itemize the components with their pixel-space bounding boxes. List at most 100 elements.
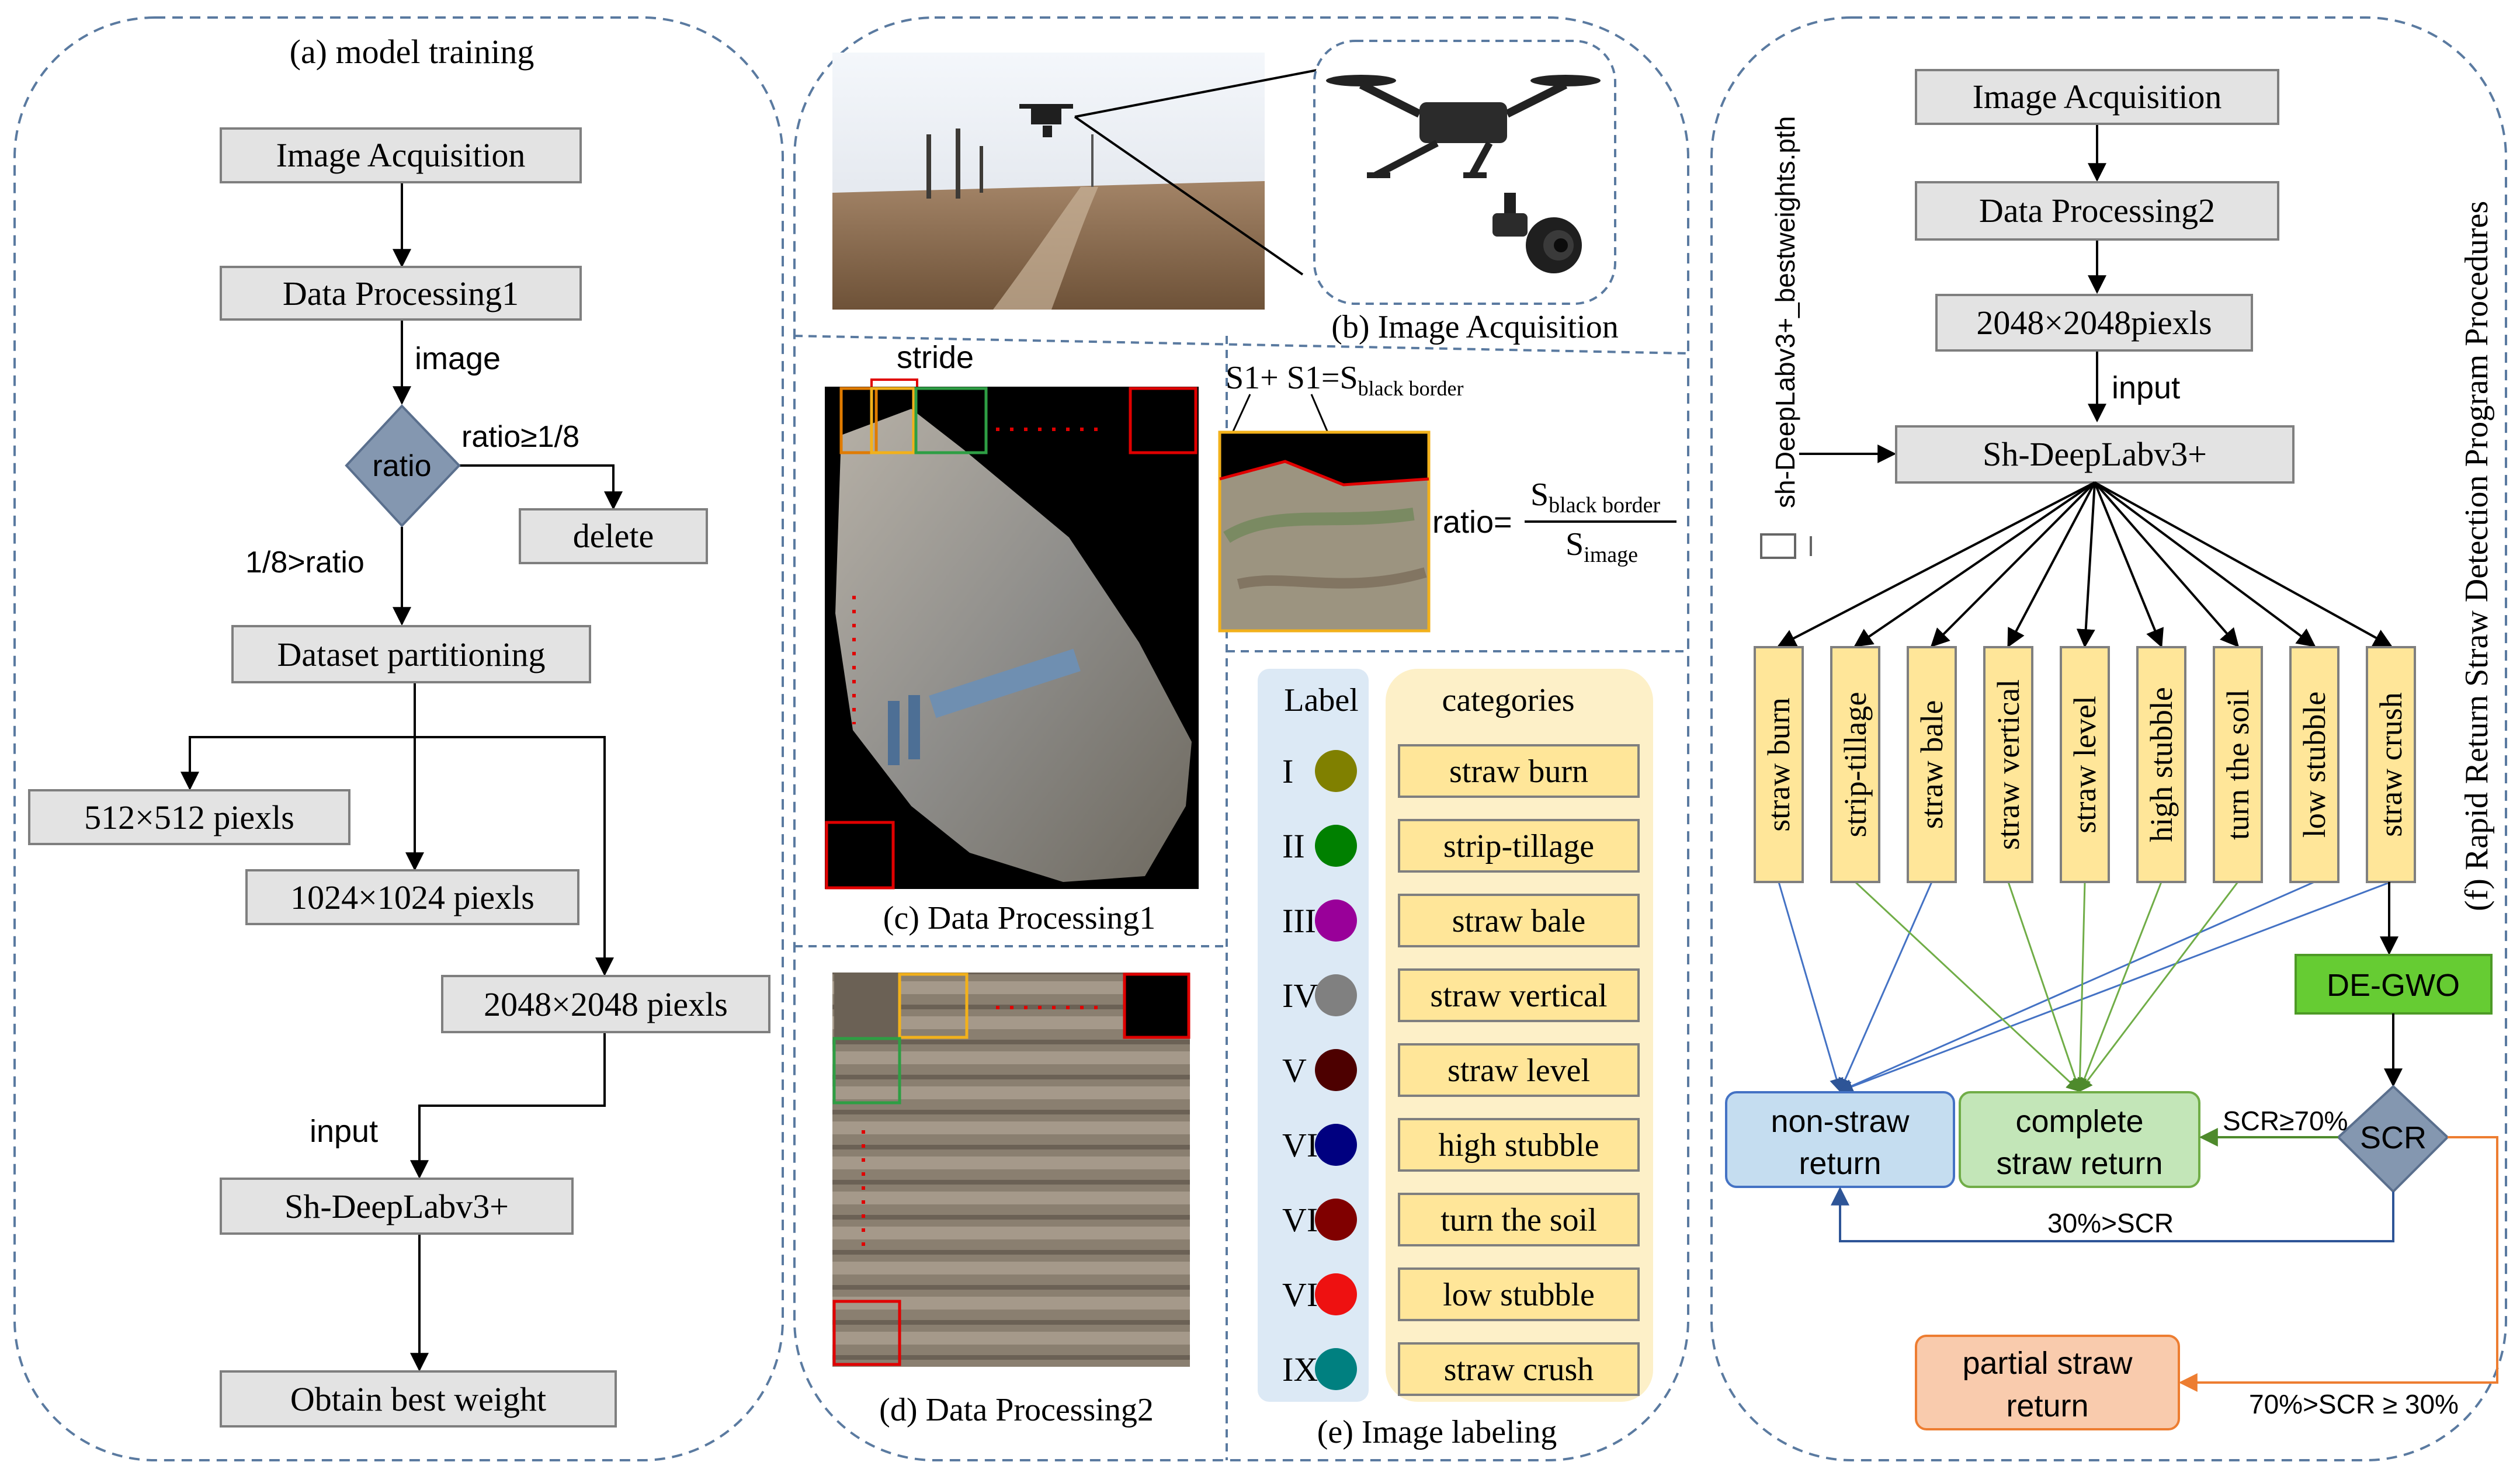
svg-text:Sblack border: Sblack border (1530, 477, 1660, 518)
category-box (1398, 1193, 1640, 1246)
drone-callout-line2 (1074, 116, 1304, 276)
weights-file-label: sh-DeepLabv3+_bestweights.pth (1770, 116, 1800, 508)
label-numeral: V (1282, 1051, 1307, 1089)
f-category-box (2213, 646, 2263, 883)
svg-text:S1+ S1=Sblack border: S1+ S1=Sblack border (1226, 360, 1464, 400)
link-complete (1854, 881, 2081, 1092)
a-image-acquisition-box (220, 127, 582, 183)
panel-f-title: (f) Rapid Return Straw Detection Program… (2459, 201, 2495, 911)
complete-line1: complete (2015, 1104, 2143, 1139)
a-dataset-partitioning-label: Dataset partitioning (277, 635, 545, 673)
category-label: straw bale (1452, 903, 1586, 939)
f-image-acquisition-box (1915, 69, 2279, 125)
degwo-label: DE-GWO (2327, 968, 2460, 1003)
ratio-denominator: S (1566, 526, 1584, 562)
f-category-label: straw burn (1761, 697, 1796, 831)
partial-line1: partial straw (1962, 1346, 2133, 1381)
a-delete-label: delete (573, 517, 654, 555)
a-image-edge-label: image (415, 341, 501, 376)
f-image-acquisition-label: Image Acquisition (1973, 78, 2222, 116)
fan-arrow (2007, 482, 2096, 648)
panel-b-caption: (b) Image Acquisition (1331, 309, 1618, 345)
category-box (1398, 1267, 1640, 1321)
label-numeral: IX (1282, 1350, 1318, 1388)
link-complete (2073, 881, 2087, 1093)
non-straw-line2: return (1799, 1146, 1881, 1181)
orthomosaic-2 (832, 973, 1190, 1367)
category-label: straw burn (1449, 753, 1588, 790)
f-2048-box (1935, 294, 2253, 352)
link-non-straw (1838, 881, 2391, 1093)
panel-d-caption: (d) Data Processing2 (879, 1392, 1154, 1428)
partial-line2: return (2006, 1388, 2088, 1423)
panel-f-frame (1710, 16, 2507, 1461)
a-ratio-label: ratio (372, 449, 431, 483)
stride-label: stride (897, 340, 974, 375)
link-complete (2007, 881, 2082, 1093)
f-model-label: Sh-DeepLabv3+ (1983, 435, 2207, 473)
category-box (1398, 1342, 1640, 1396)
f-category-label: straw bale (1914, 700, 1949, 829)
a-model-label: Sh-DeepLabv3+ (284, 1187, 509, 1225)
file-icon (1760, 533, 1812, 559)
label-color-swatch (1315, 1348, 1357, 1390)
a-obtain-weight-box (220, 1370, 617, 1428)
category-label: strip-tillage (1443, 828, 1594, 864)
category-box (1398, 744, 1640, 798)
f-category-label: straw crush (2373, 692, 2408, 836)
a-data-processing1-label: Data Processing1 (283, 275, 519, 312)
panel-bcde-frame (793, 16, 1689, 1461)
label-color-swatch (1315, 1049, 1357, 1091)
f-category-label: strip-tillage (1838, 692, 1873, 838)
degwo-box (2295, 954, 2493, 1015)
arrow-scr-non-straw (1831, 1186, 2394, 1242)
label-numeral: III (1282, 902, 1316, 940)
category-label: straw crush (1444, 1352, 1594, 1388)
f-category-label: turn the soil (2220, 689, 2255, 840)
a-model-box (220, 1178, 574, 1235)
a-1024-box (245, 869, 579, 925)
divider-b (794, 335, 1689, 355)
a-input-label: input (310, 1114, 378, 1149)
cond-high-label: SCR≥70% (2223, 1106, 2348, 1136)
label-numeral: II (1282, 827, 1305, 865)
f-category-label: straw vertical (1991, 679, 2026, 850)
panel-a-title: (a) model training (290, 33, 534, 71)
ratio-equals: ratio= (1432, 505, 1512, 540)
category-box (1398, 819, 1640, 873)
fan-arrow (2094, 481, 2240, 648)
category-label: high stubble (1438, 1127, 1599, 1164)
a-delete-box (519, 508, 708, 564)
f-data-processing2-label: Data Processing2 (1979, 192, 2215, 230)
svg-text:Simage: Simage (1566, 526, 1638, 567)
label-header: Label (1284, 682, 1358, 718)
f-category-box (2289, 646, 2339, 883)
category-label: low stubble (1443, 1277, 1595, 1313)
link-non-straw (1778, 881, 1844, 1093)
a-data-processing1-box (220, 266, 582, 321)
drone-callout-line1 (1074, 68, 1324, 118)
category-box (1398, 894, 1640, 947)
panel-a-frame (13, 16, 784, 1461)
category-box (1398, 1043, 1640, 1097)
scr-label: SCR (2360, 1120, 2427, 1155)
arrow-a-input (410, 1033, 606, 1179)
complete-line2: straw return (1996, 1146, 2163, 1181)
f-category-box (1983, 646, 2033, 883)
panel-e-caption: (e) Image labeling (1317, 1414, 1557, 1450)
drone-small-icon (1019, 104, 1073, 137)
fan-arrow (1853, 481, 2096, 647)
ratio-denominator-sub: image (1584, 543, 1638, 567)
f-model-box (1895, 425, 2295, 484)
orthomosaic-1 (825, 387, 1199, 890)
panel-c-caption: (c) Data Processing1 (883, 900, 1156, 936)
arrow-a-delete (459, 464, 623, 510)
field-photo (832, 53, 1265, 310)
label-numeral: VI (1282, 1126, 1318, 1164)
label-color-swatch (1315, 825, 1357, 867)
drone-icon (1326, 75, 1601, 179)
category-box (1398, 968, 1640, 1022)
a-512-label: 512×512 piexls (84, 798, 294, 836)
f-category-label: low stubble (2297, 692, 2332, 838)
